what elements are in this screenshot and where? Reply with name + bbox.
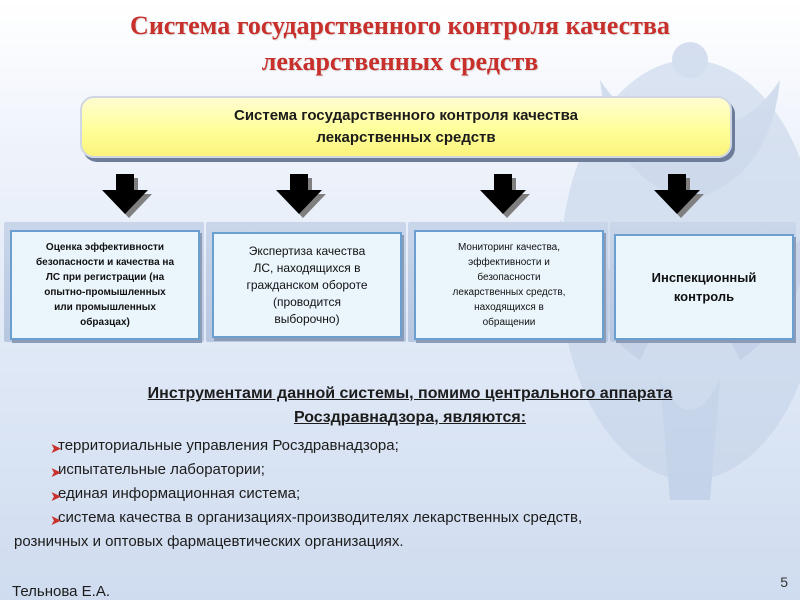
list-item: ➤ территориальные управления Росздравнад… [14,434,784,458]
author-name: Тельнова Е.А. [12,583,111,600]
arrow-bullet-icon: ➤ [50,440,62,456]
box-text-line: Экспертиза качества [248,243,366,258]
system-header-box: Система государственного контроля качест… [80,96,732,158]
box-text-line: безопасности [477,272,541,283]
page-number: 5 [780,574,788,590]
list-item: ➤ система качества в организациях-произв… [14,506,784,530]
list-item-text: розничных и оптовых фармацевтических орг… [14,533,404,550]
box-text-line: безопасности и качества на [35,257,175,268]
system-header-line2: лекарственных средств [316,129,496,146]
box-text-line: (проводится [272,294,342,309]
control-box-monitoring: Мониторинг качества, эффективности и без… [414,230,604,340]
tools-list: ➤ территориальные управления Росздравнад… [14,434,784,554]
control-box-registration: Оценка эффективности безопасности и каче… [10,230,200,340]
list-item: ➤ испытательные лаборатории; [14,458,784,482]
box-text-line: Инспекционный [651,270,757,285]
tools-heading-line2: Росздравнадзора, являются: [293,409,527,426]
box-text-line: обращении [482,317,536,328]
box-text-line: ЛС, находящихся в [253,260,361,275]
control-box-inspection: Инспекционный контроль [614,234,794,340]
box-text-line: лекарственных средств, [452,287,566,298]
box-text-line: образцах) [80,317,130,328]
down-arrow-icon [480,174,530,218]
arrow-bullet-icon: ➤ [50,512,62,528]
slide-title-line2: лекарственных средств [261,47,539,76]
list-item-continuation: розничных и оптовых фармацевтических орг… [14,530,784,554]
box-text-line: или промышленных [54,302,156,313]
arrow-bullet-icon: ➤ [50,488,62,504]
slide-title-line1: Система государственного контроля качест… [130,11,670,40]
box-text-line: Мониторинг качества, [457,242,561,253]
box-text-line: эффективности и [468,257,550,268]
tools-heading: Инструментами данной системы, помимо цен… [60,382,760,430]
system-header-line1: Система государственного контроля качест… [233,107,579,124]
box-text-line: ЛС при регистрации (на [45,272,165,283]
arrow-bullet-icon: ➤ [50,464,62,480]
box-text-line: гражданском обороте [246,277,368,292]
box-text-line: выборочно) [274,311,340,326]
list-item-text: территориальные управления Росздравнадзо… [58,437,399,454]
tools-heading-line1: Инструментами данной системы, помимо цен… [147,385,673,402]
list-item: ➤ единая информационная система; [14,482,784,506]
list-item-text: единая информационная система; [58,485,301,502]
box-text-line: находящихся в [474,302,544,313]
down-arrow-icon [276,174,326,218]
list-item-text: испытательные лаборатории; [58,461,265,478]
control-box-expertise: Экспертиза качества ЛС, находящихся в гр… [212,232,402,338]
list-item-text: система качества в организациях-производ… [58,509,583,526]
box-text-line: Оценка эффективности [45,242,165,253]
down-arrow-icon [102,174,152,218]
down-arrow-icon [654,174,704,218]
box-text-line: контроль [673,289,735,304]
box-text-line: опытно-промышленных [44,287,166,298]
slide-title: Система государственного контроля качест… [0,8,800,80]
